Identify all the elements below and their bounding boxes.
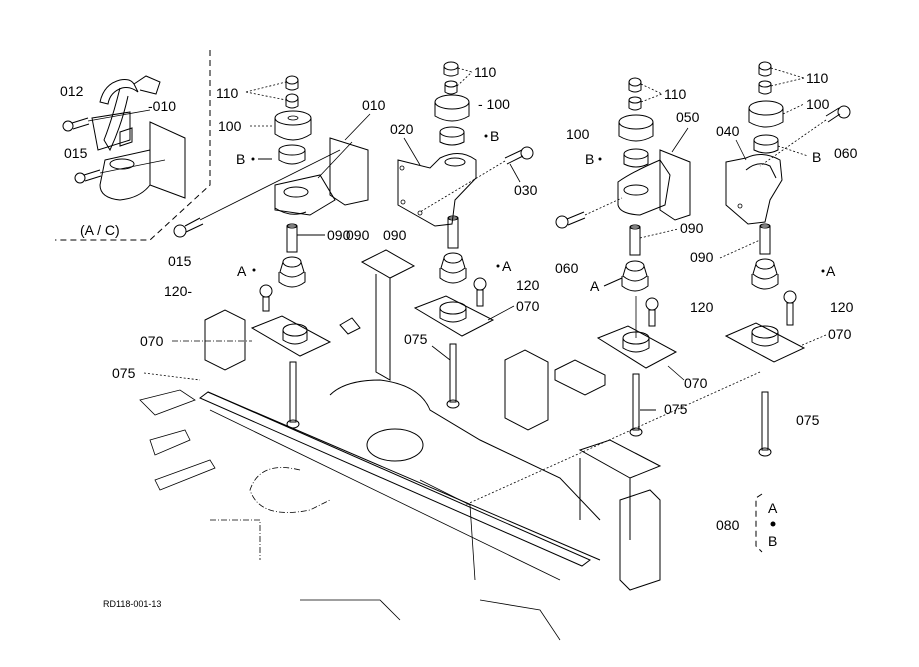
base-plate-070: [250, 315, 332, 357]
label-a-a: A: [237, 263, 247, 279]
label-100-c: 100: [566, 126, 590, 142]
legend-a: A: [768, 500, 778, 516]
label-100-a: 100: [218, 118, 242, 134]
label-120-a: 120-: [164, 283, 192, 299]
label-110-c: 110: [664, 86, 687, 102]
label-120-b: 120: [516, 277, 540, 293]
mount-group-010: 110 100 B 010 015 090 A 120- 070 075: [112, 75, 386, 429]
mount-group-050: 110 100 050 B 090 060 A 120 070 075: [555, 77, 714, 437]
base-plate-070: [596, 325, 678, 369]
label-075-d: 075: [796, 412, 820, 428]
hook-012: [99, 79, 139, 105]
label-050: 050: [676, 109, 700, 125]
chassis-frame: [139, 309, 662, 641]
label-b-d: B: [812, 149, 821, 165]
bracket-010-inset-plate: [91, 111, 131, 151]
label-015: 015: [168, 253, 192, 269]
label-b-a: B: [236, 151, 245, 167]
label-120-d: 120: [830, 299, 854, 315]
label-075-b: 075: [404, 331, 428, 347]
label-120-c: 120: [690, 299, 714, 315]
base-plate-070: [724, 322, 806, 363]
label-015-inset: 015: [64, 145, 88, 161]
inset-label: (A / C): [80, 222, 120, 238]
label-060-c: 060: [555, 260, 579, 276]
bracket-050: [659, 149, 691, 221]
label-100-d: 100: [806, 96, 830, 112]
bracket-010-inset-side: [149, 121, 186, 199]
bracket-010: [329, 137, 369, 206]
label-075-c: 075: [664, 401, 688, 417]
legend-dot: [770, 521, 776, 527]
label-070-a: 070: [140, 333, 164, 349]
label-040: 040: [716, 123, 740, 139]
label-012: 012: [60, 83, 84, 99]
label-110-d: 110: [806, 70, 829, 86]
label-a-c: A: [590, 278, 600, 294]
base-plate-070: [413, 295, 495, 337]
inset-variant-ac: 012 -010 015 (A / C): [55, 50, 211, 241]
label-a-b: A: [502, 258, 512, 274]
label-060-d: 060: [834, 145, 858, 161]
bolt-head-icon: [62, 120, 74, 132]
label-030: 030: [514, 182, 538, 198]
bolt-head-icon: [74, 172, 86, 184]
mount-group-040: 110 100 040 B 060 090 A 120 070 075: [464, 61, 858, 506]
label-010: 010: [362, 97, 386, 113]
label-090-a: 090: [327, 227, 351, 243]
label-010-inset: -010: [148, 98, 176, 114]
label-020: 020: [390, 121, 414, 137]
label-110-b: 110: [474, 64, 497, 80]
reference-code: RD118-001-13: [103, 599, 161, 609]
legend-080: 080 A B: [716, 493, 778, 553]
label-080: 080: [716, 517, 740, 533]
label-b-c: B: [585, 151, 594, 167]
hook-012-tab: [133, 75, 161, 95]
label-090-b1: 090: [346, 227, 370, 243]
label-090-b2: 090: [383, 227, 407, 243]
label-110-a: 110: [216, 85, 239, 101]
bracket-010-inset-body: [99, 149, 151, 201]
legend-b: B: [768, 533, 777, 549]
label-070-b: 070: [516, 298, 540, 314]
label-070-d: 070: [828, 326, 852, 342]
mount-group-020: 110 - 100 020 B 030 090 090 A 120 070 07…: [346, 61, 540, 409]
legend-bracket: [755, 493, 763, 553]
label-090-c: 090: [680, 220, 704, 236]
label-a-d: A: [826, 263, 836, 279]
label-070-c: 070: [684, 375, 708, 391]
inset-border: [55, 50, 211, 241]
label-090-d: 090: [690, 249, 714, 265]
label-075-a: 075: [112, 365, 136, 381]
label-b-b: B: [490, 128, 499, 144]
bracket-020: [397, 153, 477, 227]
label-100-b: - 100: [478, 96, 510, 112]
